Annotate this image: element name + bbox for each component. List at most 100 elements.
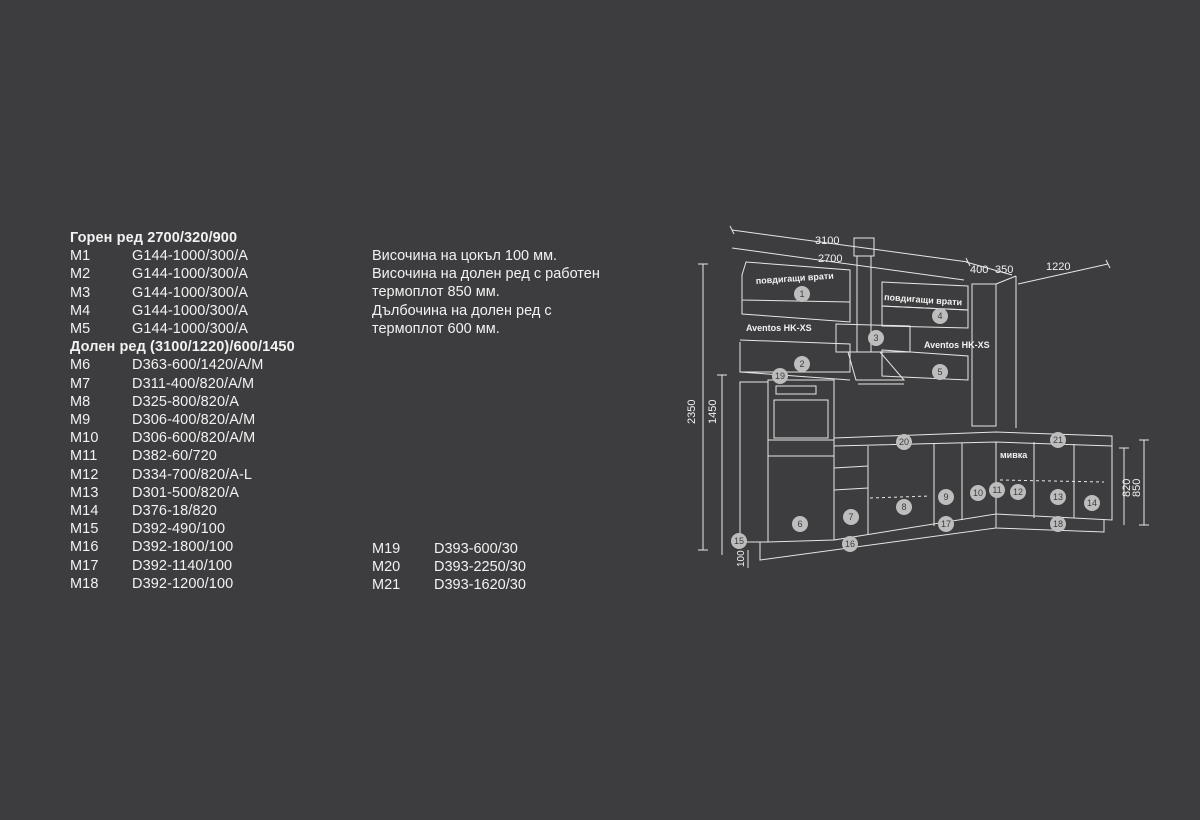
module-badge: 21	[1050, 432, 1066, 448]
svg-text:9: 9	[943, 492, 948, 502]
hood-body	[847, 351, 906, 381]
module-badge: 4	[932, 308, 948, 324]
label-lift-doors-left: повдигащи врати	[755, 271, 834, 286]
dim-total-height: 2350	[686, 400, 698, 424]
oven-control-panel	[775, 385, 817, 395]
svg-text:4: 4	[937, 311, 942, 321]
dim-right-width: 1220	[1046, 261, 1070, 273]
module-badge: 1	[794, 286, 810, 302]
module-badge: 10	[970, 485, 986, 501]
dim-upper-width: 2700	[818, 253, 842, 265]
dim-counter-height: 850	[1131, 479, 1143, 497]
svg-text:11: 11	[992, 485, 1001, 495]
svg-text:2: 2	[799, 359, 804, 369]
svg-text:1: 1	[799, 289, 804, 299]
dimension-labels: 3100 2700 400 350 1220 2350 1450 100 820…	[686, 235, 1143, 567]
module-badge: 15	[731, 533, 747, 549]
module-badge: 8	[896, 499, 912, 515]
note-line: Височина на цокъл 100 мм.	[372, 248, 558, 264]
svg-text:19: 19	[775, 371, 785, 381]
module-badge: 5	[932, 364, 948, 380]
module-badge: 6	[792, 516, 808, 532]
callout-labels: повдигащи врати повдигащи врати Aventos …	[746, 271, 1028, 460]
svg-text:21: 21	[1053, 435, 1063, 445]
module-badge: 19	[772, 368, 788, 384]
oven-cabinet	[767, 379, 835, 441]
svg-text:20: 20	[899, 437, 909, 447]
module-badge: 20	[896, 434, 912, 450]
dim-line-1220	[1017, 263, 1109, 285]
svg-text:6: 6	[797, 519, 802, 529]
note-line: Дълбочина на долен ред с	[372, 302, 552, 319]
svg-text:12: 12	[1013, 487, 1023, 497]
module-badge: 3	[868, 330, 884, 346]
module-badges: 1 2 3 4 5 6 7 8 9 10 11 12 13 14 15 16 1…	[731, 286, 1100, 552]
upper-cabinet-3	[835, 323, 911, 353]
svg-text:14: 14	[1087, 498, 1097, 508]
plinth-right	[995, 514, 1105, 533]
dim-plinth: 100	[736, 550, 747, 567]
dim-gap: 400	[970, 264, 988, 276]
module-badge: 14	[1084, 495, 1100, 511]
label-aventos-right: Aventos HK-XS	[924, 340, 990, 350]
hood-chimney-top	[853, 237, 875, 257]
module-badge: 9	[938, 489, 954, 505]
notes-block: Височина на цокъл 100 мм. Височина на до…	[372, 247, 600, 338]
lower-row-title: Долен ред (3100/1220)/600/1450	[70, 339, 295, 356]
label-lift-doors-right: повдигащи врати	[884, 292, 963, 307]
dim-line-3100	[731, 229, 969, 263]
sink-cabinet-outline	[999, 479, 1105, 483]
kitchen-linework	[698, 225, 1149, 568]
note-line: термоплот 600 мм.	[372, 320, 500, 337]
note-line: Височина на долен ред с работен	[372, 266, 600, 283]
label-aventos-left: Aventos HK-XS	[746, 323, 812, 333]
svg-text:15: 15	[734, 536, 744, 546]
svg-text:16: 16	[845, 539, 855, 549]
base-run-right	[995, 442, 1113, 521]
upper-row-title: Горен ред 2700/320/900	[70, 230, 238, 246]
svg-text:8: 8	[901, 502, 906, 512]
upper-cabinet-5	[881, 349, 969, 381]
upper-cabinet-1	[741, 261, 851, 303]
svg-text:18: 18	[1053, 519, 1063, 529]
module-badge: 7	[843, 509, 859, 525]
corner-column	[971, 283, 997, 427]
upper-cabinet-2	[739, 339, 851, 373]
dim-top-width: 3100	[815, 235, 839, 247]
svg-text:3: 3	[873, 333, 878, 343]
dim-side: 350	[995, 264, 1013, 276]
module-badge: 2	[794, 356, 810, 372]
note-line: термоплот 850 мм.	[372, 284, 500, 301]
svg-text:13: 13	[1053, 492, 1063, 502]
module-badge: 17	[938, 516, 954, 532]
module-badge: 18	[1050, 516, 1066, 532]
module-badge: 13	[1050, 489, 1066, 505]
dim-line-400	[965, 261, 1013, 276]
label-sink: мивка	[1000, 450, 1028, 460]
tall-cabinet-side	[739, 381, 769, 543]
dim-line-2700	[731, 247, 965, 281]
